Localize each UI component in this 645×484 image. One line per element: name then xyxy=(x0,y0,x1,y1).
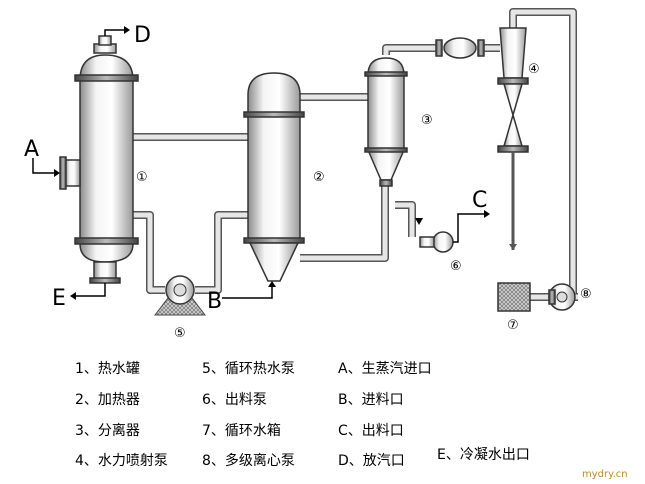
legend-item: 6、出料泵 xyxy=(202,392,267,408)
legend-item: C、出料口 xyxy=(338,423,404,439)
unit-label-1: ① xyxy=(136,170,148,185)
multistage-centrifugal-pump xyxy=(548,283,576,311)
legend-item: 7、循环水箱 xyxy=(202,423,281,439)
heater xyxy=(243,72,305,282)
unit-label-3: ③ xyxy=(421,113,433,128)
legend-item: 2、加热器 xyxy=(75,392,140,408)
legend-item: 5、循环热水泵 xyxy=(202,361,295,377)
legend-item: B、进料口 xyxy=(338,392,404,408)
unit-label-4: ④ xyxy=(528,62,540,77)
point-D: D xyxy=(134,23,151,48)
circulating-hot-water-pump xyxy=(153,275,207,316)
unit-label-8: ⑧ xyxy=(580,287,592,302)
legend-item: E、冷凝水出口 xyxy=(437,447,530,463)
flow-arrows xyxy=(32,26,490,300)
unit-label-2: ② xyxy=(313,170,325,185)
unit-label-7: ⑦ xyxy=(507,318,519,333)
circulating-water-tank xyxy=(497,282,531,312)
hot-water-tank xyxy=(59,35,139,284)
unit-label-6: ⑥ xyxy=(450,259,462,274)
point-C: C xyxy=(472,188,487,213)
water-jet-pump xyxy=(497,27,529,250)
legend-item: 1、热水罐 xyxy=(75,361,140,377)
legend-item: 3、分离器 xyxy=(75,422,140,439)
legend-item: 4、水力喷射泵 xyxy=(75,453,168,469)
legend-item: A、生蒸汽进口 xyxy=(338,361,432,377)
point-E: E xyxy=(52,286,66,311)
separator xyxy=(364,57,408,187)
vapor-valve xyxy=(435,37,485,59)
watermark: mydry.cn xyxy=(582,469,628,480)
discharge-pump xyxy=(419,231,454,253)
legend: 1、热水罐 2、加热器 3、分离器 4、水力喷射泵 5、循环热水泵 6、出料泵 … xyxy=(75,361,530,469)
legend-item: 8、多级离心泵 xyxy=(202,452,295,469)
point-B: B xyxy=(207,289,222,314)
unit-label-5: ⑤ xyxy=(174,326,186,341)
point-A: A xyxy=(24,137,39,162)
legend-item: D、放汽口 xyxy=(338,453,405,469)
